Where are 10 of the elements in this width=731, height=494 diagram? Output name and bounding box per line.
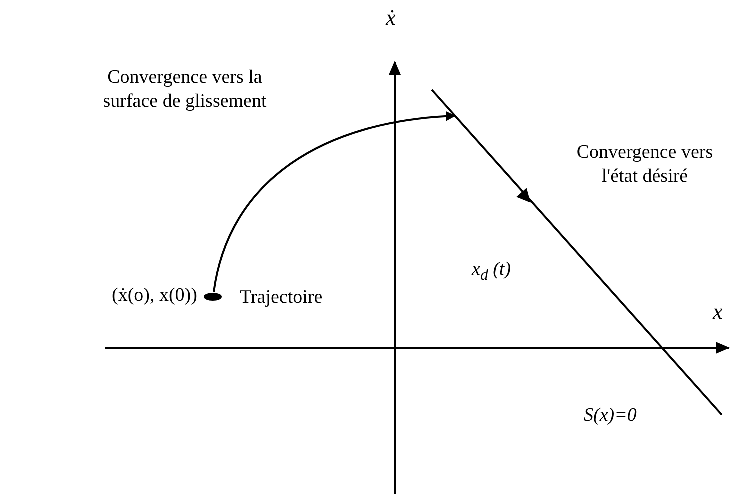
axis-label: ẋ [386, 6, 396, 30]
edge-label: Convergence vers la surface de glissement [102, 66, 268, 114]
annotation-text: Convergence vers l'état désiré [576, 141, 714, 189]
point-coordinates: (ẋ(o), x(0)) [112, 284, 198, 308]
surface-equation: S(x)=0 [584, 404, 637, 428]
trajectory-arrow [213, 112, 456, 292]
trajectory-label: Trajectoire [240, 286, 323, 310]
trajectory-label: x$_{d}$ (t) [472, 258, 512, 286]
axis-label: x [713, 300, 723, 324]
start-point [204, 293, 222, 301]
